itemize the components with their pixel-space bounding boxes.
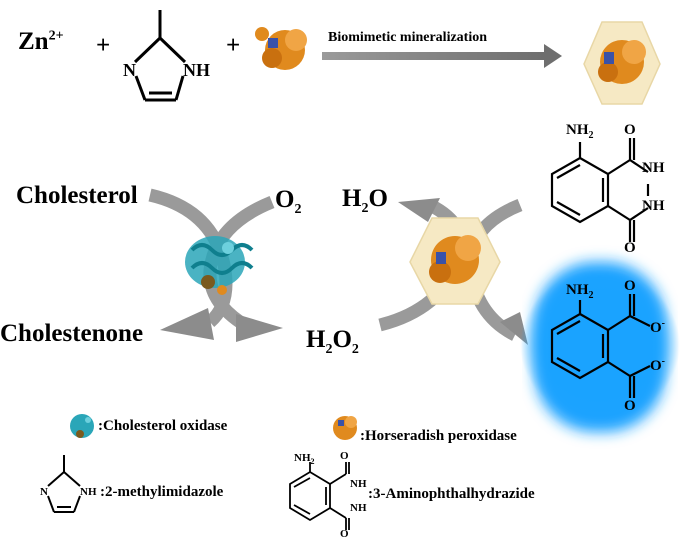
luminol-structure	[550, 138, 650, 242]
legend-hrp-icon	[333, 416, 357, 440]
legend-imidazole-label: :2-methylimidazole	[100, 484, 224, 500]
arrow-head-h2o2	[236, 314, 283, 342]
legend-luminol-nh2-label: NH2	[294, 452, 315, 467]
legend-oxidase-icon	[70, 414, 94, 438]
legend-luminol-nh-top: NH	[350, 478, 367, 490]
legend-imidazole-structure	[47, 455, 81, 513]
zinc-ion-label: Zn2+	[18, 28, 64, 55]
product-nh2-label: NH2	[566, 282, 594, 301]
legend-luminol-structure	[289, 462, 350, 530]
hrp-enzyme-icon	[255, 27, 307, 70]
legend-luminol-o-bottom: O	[340, 528, 349, 540]
legend-oxidase-label: :Cholesterol oxidase	[98, 418, 228, 434]
legend-imidazole-nh-label: NH	[80, 486, 97, 498]
hrp-framework-hexagon	[583, 21, 661, 105]
luminol-nh-bottom-label: NH	[642, 198, 665, 214]
cholestenone-label: Cholestenone	[0, 320, 144, 347]
hrp-framework-hexagon-center	[409, 217, 501, 305]
hydrogen-peroxide-label: H2O2	[306, 326, 359, 357]
product-o-minus-top-label: O-	[650, 318, 666, 336]
cholesterol-oxidase-icon	[185, 236, 254, 295]
arrow-head-h2o	[398, 198, 440, 222]
mineralization-arrow	[322, 44, 562, 68]
oxygen-label: O2	[275, 186, 302, 217]
product-o-bottom-label: O	[624, 398, 636, 414]
legend-hrp-label: :Horseradish peroxidase	[360, 428, 517, 444]
arrow-head-cholestenone	[160, 308, 214, 340]
plus-sign-1: +	[96, 32, 111, 59]
imidazole-n-label: N	[123, 60, 136, 80]
plus-sign-2: +	[226, 32, 241, 59]
methylimidazole-structure	[133, 10, 187, 102]
water-label: H2O	[342, 185, 388, 216]
imidazole-nh-label: NH	[183, 60, 210, 80]
luminol-o-bottom-label: O	[624, 240, 636, 256]
luminol-nh-top-label: NH	[642, 160, 665, 176]
legend-imidazole-n-label: N	[40, 486, 48, 498]
aminophthalate-structure	[550, 294, 651, 398]
product-o-top-label: O	[624, 278, 636, 294]
legend-luminol-o-top: O	[340, 450, 349, 462]
product-o-minus-bottom-label: O-	[650, 356, 666, 374]
luminol-nh2-label: NH2	[566, 122, 594, 141]
aminophthalate-glow	[520, 262, 680, 432]
cholesterol-label: Cholesterol	[16, 182, 138, 209]
legend-luminol-label: :3-Aminophthalhydrazide	[368, 486, 535, 502]
legend-luminol-nh-bottom: NH	[350, 502, 367, 514]
luminol-o-top-label: O	[624, 122, 636, 138]
mineralization-label: Biomimetic mineralization	[328, 30, 488, 45]
